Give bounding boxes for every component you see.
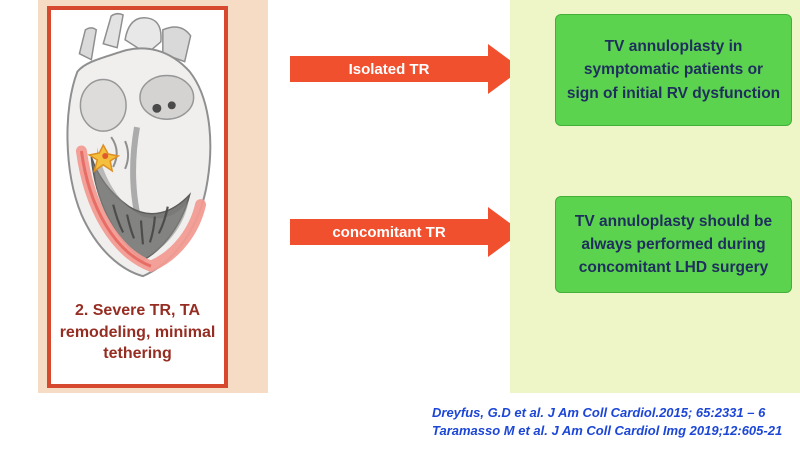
outcome-text-concomitant-tr: TV annuloplasty should be always perform… — [574, 212, 773, 277]
outcome-box-isolated-tr: TV annuloplasty in symptomatic patients … — [555, 14, 792, 126]
citations: Dreyfus, G.D et al. J Am Coll Cardiol.20… — [432, 404, 798, 439]
flow-arrow-concomitant-tr: concomitant TR — [290, 207, 522, 257]
heart-image-frame: 2. Severe TR, TA remodeling, minimal tet… — [47, 6, 228, 388]
arrow-shaft: concomitant TR — [290, 219, 488, 245]
outcome-box-concomitant-tr: TV annuloplasty should be always perform… — [555, 196, 792, 293]
heart-caption: 2. Severe TR, TA remodeling, minimal tet… — [59, 302, 216, 363]
outcome-text-isolated-tr: TV annuloplasty in symptomatic patients … — [566, 38, 781, 102]
heart-illustration — [66, 12, 212, 278]
arrow-label-concomitant-tr: concomitant TR — [332, 223, 446, 241]
left-panel: 2. Severe TR, TA remodeling, minimal tet… — [38, 0, 268, 393]
arrow-shaft: Isolated TR — [290, 56, 488, 82]
citation-line-2: Taramasso M et al. J Am Coll Cardiol Img… — [432, 422, 783, 438]
arrow-label-isolated-tr: Isolated TR — [348, 60, 430, 78]
right-panel: TV annuloplasty in symptomatic patients … — [510, 0, 800, 393]
citation-line-1: Dreyfus, G.D et al. J Am Coll Cardiol.20… — [432, 405, 766, 420]
flow-arrow-isolated-tr: Isolated TR — [290, 44, 522, 94]
